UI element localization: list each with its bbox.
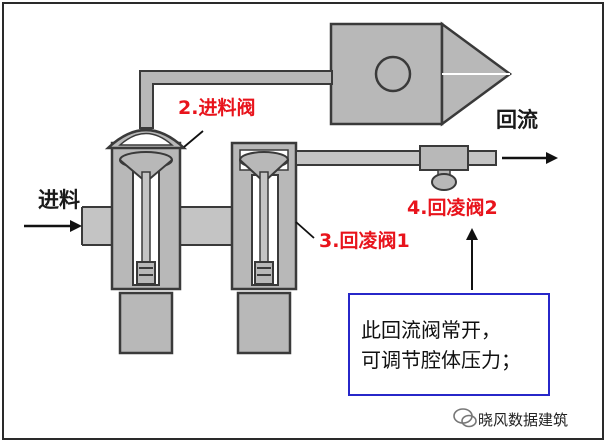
reflux-pipe [295, 145, 497, 191]
inlet-valve-assembly [104, 128, 188, 355]
note-line-2: 可调节腔体压力； [361, 348, 521, 372]
reflux-arrow [502, 152, 558, 164]
bypass-valve-2-label: 4.回凌阀2 [407, 197, 498, 219]
inlet-valve-label: 2.进料阀 [178, 97, 256, 119]
note-line-1: 此回流阀常开， [361, 318, 501, 342]
note-box: 此回流阀常开， 可调节腔体压力； [348, 293, 550, 396]
wechat-icon [453, 408, 477, 428]
bypass-valve-1-assembly [230, 141, 298, 355]
watermark-text: 晓风数据建筑 [478, 411, 569, 429]
feed-label: 进料 [38, 188, 80, 212]
feed-arrow [24, 220, 82, 232]
note-up-arrow [466, 228, 478, 290]
vessel-feed-pipe [139, 70, 333, 129]
inlet-valve-pointer [183, 130, 204, 148]
bypass-valve-1-label: 3.回凌阀1 [319, 230, 410, 252]
reflux-label: 回流 [496, 108, 538, 132]
chamber-vessel [329, 21, 513, 127]
bypass-valve-1-pointer [295, 221, 315, 239]
